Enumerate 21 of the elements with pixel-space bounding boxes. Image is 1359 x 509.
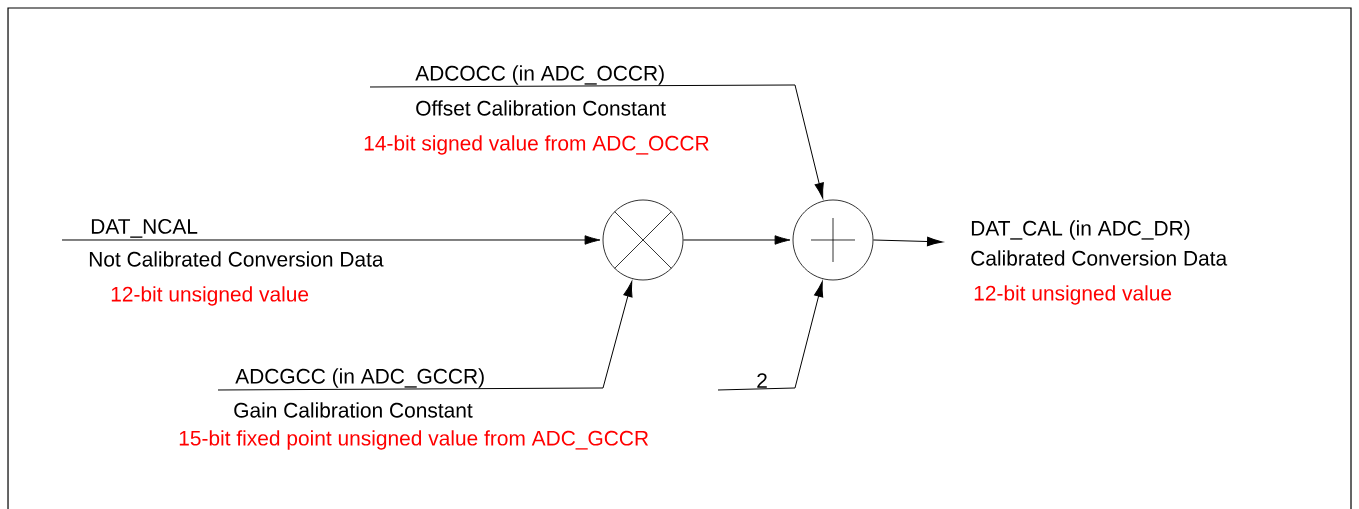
description-text: Gain Calibration Constant (234, 402, 473, 418)
constant-label: 2 (757, 373, 767, 388)
adder-symbol (792, 199, 874, 281)
description-text: Not Calibrated Conversion Data (89, 251, 384, 267)
description-text: Offset Calibration Constant (416, 100, 666, 116)
output-label: DAT_CAL (in ADC_DR) (971, 220, 1190, 240)
arrow (61, 235, 601, 245)
arrow (872, 236, 943, 247)
arrow (717, 281, 824, 391)
arrow (369, 84, 824, 199)
input-label: DAT_NCAL (91, 219, 198, 238)
value-note: 15-bit fixed point unsigned value from ADC_GCCR (179, 430, 649, 450)
value-note: 14-bit signed value from ADC_OCCR (364, 135, 709, 155)
arrow (217, 281, 633, 391)
input-label: ADCGCC (in ADC_GCCR) (235, 368, 484, 388)
value-note: 12-bit unsigned value (974, 285, 1172, 305)
multiplier-symbol (602, 199, 684, 281)
value-note: 12-bit unsigned value (111, 286, 309, 306)
description-text: Calibrated Conversion Data (971, 250, 1228, 266)
arrow (682, 235, 791, 245)
input-label: ADCOCC (in ADC_OCCR) (415, 65, 664, 85)
